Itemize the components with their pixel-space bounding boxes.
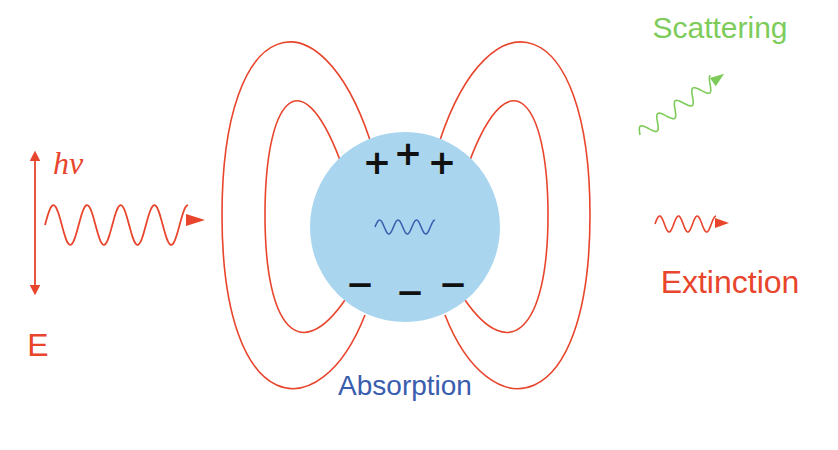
field-lines [222, 42, 590, 389]
polarization-arrow [34, 156, 36, 290]
wave-arrowhead [710, 70, 727, 86]
wave-arrowhead [186, 214, 205, 226]
charge-sign: + [428, 145, 457, 179]
charge-sign: + [394, 136, 423, 170]
nanoparticle-sphere: +++−−− [310, 132, 500, 322]
photon-energy: hν [53, 147, 83, 179]
incident-wave [45, 205, 188, 245]
charge-sign: − [439, 267, 468, 301]
scattered-wave [636, 75, 719, 140]
oscillation-wave [375, 220, 435, 234]
charge-sign: − [346, 267, 375, 301]
charge-sign: + [363, 145, 392, 179]
wave-arrowhead [715, 218, 729, 228]
absorption-label: Absorption [338, 372, 472, 400]
transmitted-wave [655, 216, 716, 232]
charge-sign: − [396, 275, 425, 309]
field-label: E [27, 329, 48, 361]
extinction-label: Extinction [661, 266, 800, 298]
scattering-label: Scattering [652, 13, 787, 43]
scattered-wave-group [636, 68, 728, 140]
